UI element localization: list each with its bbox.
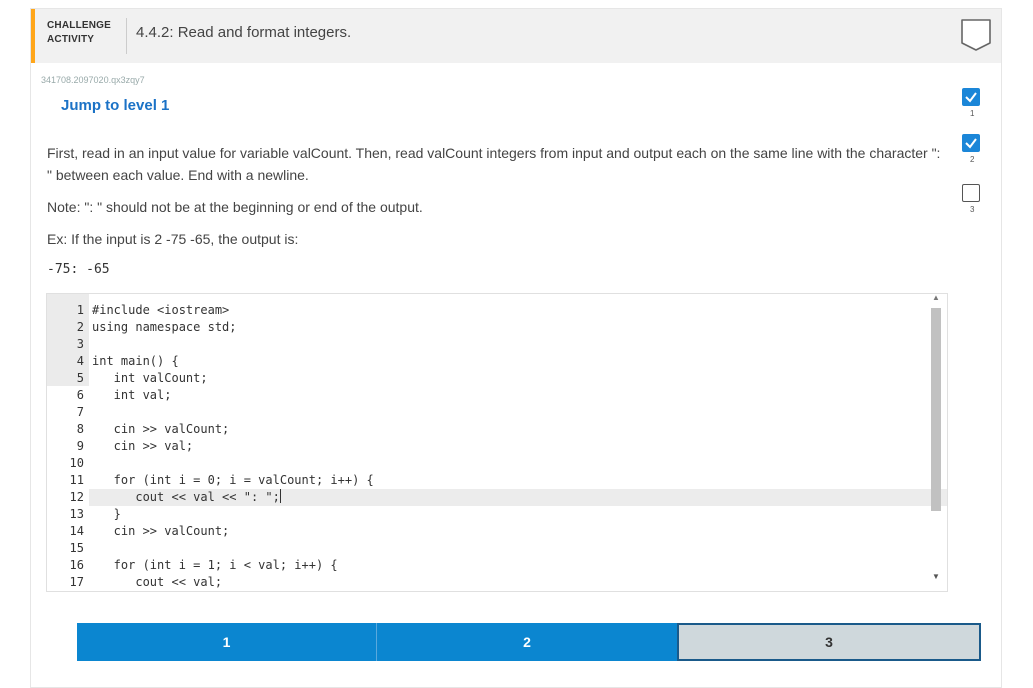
code-text[interactable]: for (int i = 0; i = valCount; i++) { <box>92 473 374 487</box>
code-text[interactable]: for (int i = 1; i < val; i++) { <box>92 558 338 572</box>
challenge-activity-label: CHALLENGE ACTIVITY <box>47 19 111 47</box>
code-text[interactable]: cin >> val; <box>92 439 194 453</box>
read-only-gutter <box>47 294 89 386</box>
scroll-down-arrow-icon[interactable]: ▼ <box>932 572 940 581</box>
line-number: 13 <box>69 507 84 521</box>
line-number: 5 <box>76 371 84 385</box>
instruction-note: Note: ": " should not be at the beginnin… <box>47 199 423 215</box>
challenge-label-line2: ACTIVITY <box>47 34 95 45</box>
step-done-box <box>962 134 980 152</box>
line-number: 8 <box>76 422 84 436</box>
line-number: 14 <box>69 524 84 538</box>
challenge-card: CHALLENGE ACTIVITY 4.4.2: Read and forma… <box>30 8 1002 688</box>
instruction-paragraph: First, read in an input value for variab… <box>47 145 941 183</box>
editor-scrollbar[interactable]: ▲ ▼ <box>929 293 943 591</box>
scroll-up-arrow-icon[interactable]: ▲ <box>932 293 940 302</box>
level-1-button[interactable]: 1 <box>77 623 376 661</box>
challenge-header: CHALLENGE ACTIVITY 4.4.2: Read and forma… <box>31 9 1001 63</box>
step-number: 1 <box>970 109 975 118</box>
code-editor[interactable]: 1 #include <iostream> 2 using namespace std… <box>46 293 948 592</box>
check-icon <box>965 138 977 149</box>
line-number: 10 <box>69 456 84 470</box>
text-cursor <box>279 489 281 503</box>
code-text[interactable]: using namespace std; <box>92 320 237 334</box>
code-text[interactable]: #include <iostream> <box>92 303 230 317</box>
instruction-example: Ex: If the input is 2 -75 -65, the outpu… <box>47 231 299 247</box>
code-text[interactable]: int val; <box>92 388 172 402</box>
step-todo-box <box>962 184 980 202</box>
line-number: 15 <box>69 541 84 555</box>
code-text[interactable]: cin >> valCount; <box>92 422 230 436</box>
activity-title: 4.4.2: Read and format integers. <box>136 24 352 41</box>
line-number: 1 <box>76 303 84 317</box>
level-bar: 1 2 3 <box>77 623 981 661</box>
step-done-box <box>962 88 980 106</box>
scrollbar-thumb[interactable] <box>931 308 941 511</box>
line-number: 2 <box>76 320 84 334</box>
check-icon <box>965 92 977 103</box>
level-2-button[interactable]: 2 <box>376 623 677 661</box>
code-text[interactable]: cout << val << ": "; <box>92 489 281 504</box>
challenge-label-line1: CHALLENGE <box>47 20 112 31</box>
line-number: 4 <box>76 354 84 368</box>
code-text[interactable]: int valCount; <box>92 371 208 385</box>
sample-output: -75: -65 <box>47 262 110 277</box>
code-text[interactable]: cout << val; <box>92 575 223 589</box>
code-text[interactable]: cin >> valCount; <box>92 524 230 538</box>
activity-id: 341708.2097020.qx3zqy7 <box>41 75 145 85</box>
line-number: 11 <box>69 473 84 487</box>
line-number: 17 <box>69 575 84 589</box>
line-number: 16 <box>69 558 84 572</box>
line-number: 9 <box>76 439 84 453</box>
step-number: 2 <box>970 155 975 164</box>
line-number: 12 <box>69 490 84 504</box>
header-divider <box>126 18 127 54</box>
level-3-button[interactable]: 3 <box>677 623 981 661</box>
code-text[interactable]: int main() { <box>92 354 179 368</box>
code-text[interactable]: } <box>92 507 121 521</box>
active-line-highlight <box>89 489 947 506</box>
step-number: 3 <box>970 205 975 214</box>
line-number: 7 <box>76 405 84 419</box>
line-number: 6 <box>76 388 84 402</box>
completion-hexagon-icon <box>961 19 991 51</box>
jump-to-level-link[interactable]: Jump to level 1 <box>61 97 170 114</box>
line-number: 3 <box>76 337 84 351</box>
